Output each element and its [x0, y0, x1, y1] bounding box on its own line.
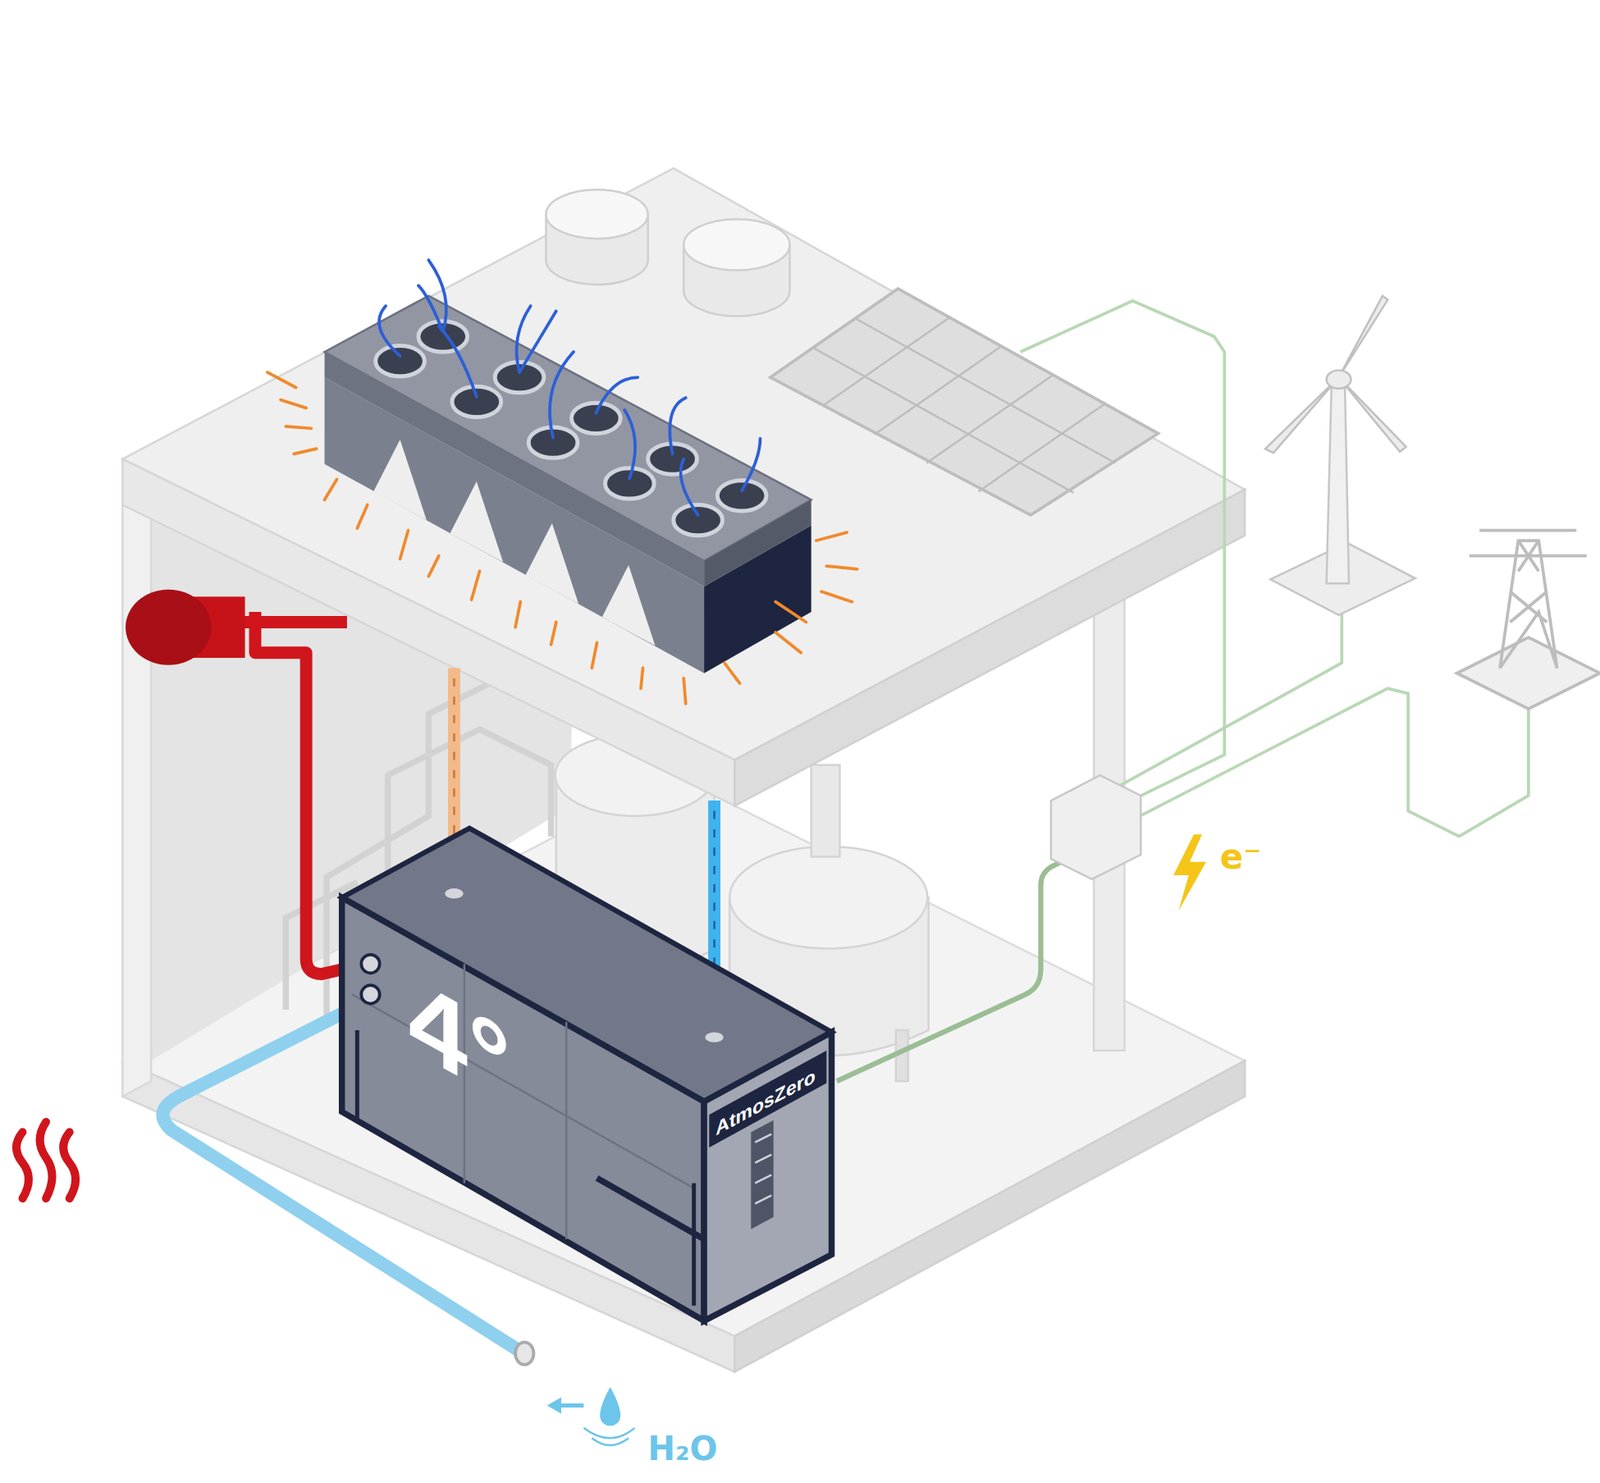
electricity-label: e⁻ [1220, 840, 1262, 875]
brand-name: AtmosZero [715, 1066, 815, 1140]
water-label: H₂O [648, 1432, 718, 1466]
logo-mark: 4° [408, 959, 511, 1123]
